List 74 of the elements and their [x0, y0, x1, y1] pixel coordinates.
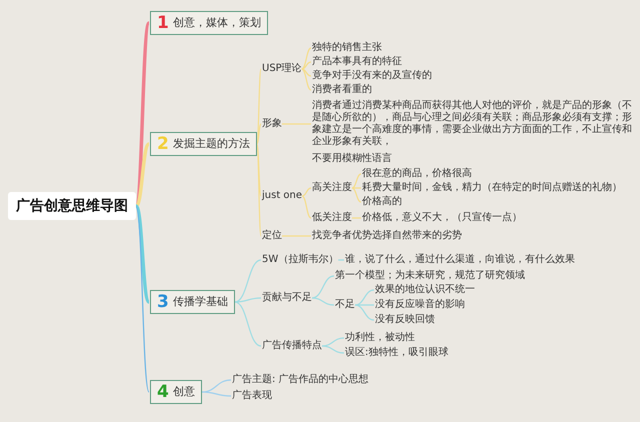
branch-connector [338, 259, 344, 261]
branch-connector [352, 173, 362, 189]
topic-label: 传播学基础 [172, 295, 228, 309]
branch-text: 消费者通过消费某种商品而获得其他人对他的评价，就是产品的形象（不是随心所欲的），商品与心理之间必须有关联；商品形象必须有支撑；形象建立是一个高难度的事情，需要企业做出方方面面的工作，不止宣传和企业形象有关联， [312, 100, 636, 148]
topic-label: 创意 [172, 385, 195, 399]
branch-text: 耗费大量时间，金钱，精力（在特定的时间点赠送的礼物） [362, 182, 622, 194]
topic-box [150, 380, 202, 404]
branch-connector [135, 206, 150, 392]
branch-text: USP理论 [262, 63, 302, 75]
branch-text: 消费者看重的 [312, 84, 372, 96]
branch-connector [234, 301, 262, 347]
branch-text: 产品本事具有的特征 [312, 56, 402, 68]
branch-text: 独特的销售主张 [312, 42, 382, 54]
branch-connector [312, 275, 334, 299]
branch-text: 广告主题: 广告作品的中心思想 [232, 374, 369, 386]
branch-connector [234, 259, 262, 303]
branch-connector [256, 144, 262, 196]
branch-text: 找竞争者优势选择自然带来的劣势 [312, 230, 462, 242]
branch-text: 高关注度 [312, 182, 352, 194]
branch-text: 形象 [262, 118, 282, 130]
branch-text: 5W（拉斯韦尔） [262, 254, 338, 266]
branch-connector [202, 379, 232, 393]
branch-connector [134, 142, 150, 208]
branch-text: 价格高的 [362, 196, 402, 208]
branch-connector [301, 68, 312, 91]
branch-text: 功利性，被动性 [345, 332, 415, 344]
branch-connector [355, 304, 374, 306]
branch-text: 价格低，意义不大，（只宣传一点） [362, 212, 522, 224]
branch-connector [352, 187, 362, 203]
topic-number: 3 [157, 292, 169, 312]
branch-connector [234, 297, 262, 303]
branch-connector [354, 304, 374, 321]
topic-label: 发掘主题的方法 [172, 137, 250, 151]
branch-connector [322, 345, 344, 354]
branch-text: 广告传播特点 [262, 340, 322, 352]
branch-connector [282, 235, 311, 237]
branch-text: 不足 [335, 299, 355, 311]
branch-connector [256, 144, 262, 236]
branch-connector [302, 68, 312, 77]
branch-text: 没有反应噪音的影响 [375, 299, 465, 311]
branch-text: 第一个模型；为未来研究，规范了研究领域 [335, 270, 525, 282]
branch-connector [302, 187, 312, 197]
branch-text: 定位 [262, 230, 282, 242]
branch-text: 不要用模糊性语言 [312, 153, 392, 165]
branch-connector [352, 187, 361, 189]
branch-text: 谁，说了什么，通过什么渠道，向谁说，有什么效果 [345, 254, 575, 266]
branch-text: 误区:独特性，吸引眼球 [345, 347, 448, 359]
branch-text: 低关注度 [312, 212, 352, 224]
topic-label: 创意，媒体，策划 [172, 16, 261, 30]
topic-box [150, 290, 235, 314]
topic-number: 2 [157, 134, 169, 154]
topic-box [150, 11, 268, 35]
branch-connector [322, 337, 344, 347]
branch-connector [256, 124, 262, 144]
branch-text: 很在意的商品，价格很高 [362, 168, 472, 180]
branch-connector [301, 47, 312, 70]
branch-text: just one [262, 190, 302, 202]
topic-number: 4 [157, 382, 169, 402]
topic-number: 1 [157, 13, 169, 33]
branch-text: 贡献与不足 [262, 292, 312, 304]
branch-text: 竟争对手没有来的及宣传的 [312, 70, 432, 82]
topic-box [150, 132, 257, 156]
branch-connector [302, 195, 312, 219]
branch-connector [354, 289, 374, 306]
branch-connector [312, 297, 334, 306]
branch-connector [282, 123, 311, 125]
branch-text: 效果的地位认识不统一 [375, 284, 475, 296]
branch-text: 广告表现 [232, 390, 272, 402]
branch-connector [352, 217, 361, 219]
branch-connector [134, 204, 150, 304]
central-topic: 广告创意思维导图 [8, 192, 136, 220]
branch-connector [302, 61, 312, 70]
branch-connector [202, 391, 232, 397]
branch-text: 没有反映回馈 [375, 314, 435, 326]
